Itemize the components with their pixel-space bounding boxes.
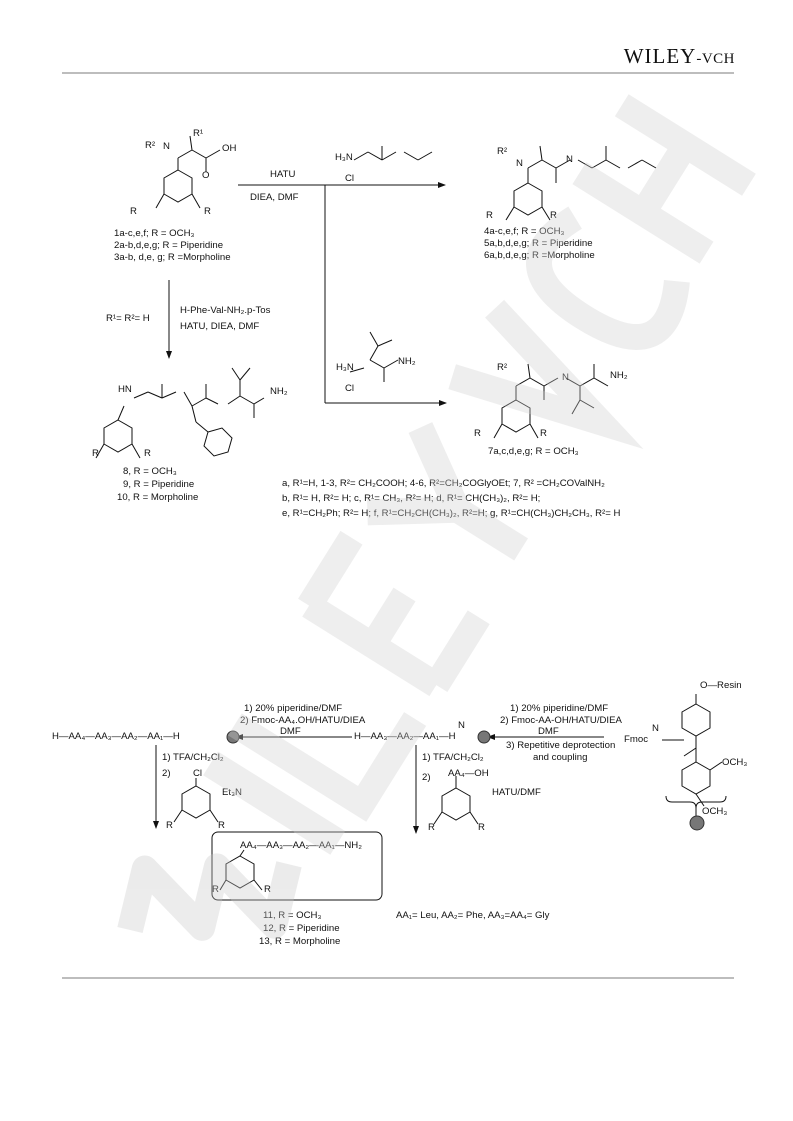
label-r2: R² — [497, 362, 508, 373]
label-r: R — [550, 210, 557, 221]
label-r: R — [166, 820, 173, 831]
amino-acid-key: AA₁= Leu, AA₂= Phe, AA₃=AA₄= Gly — [396, 910, 550, 921]
chloride-ion: Cl — [345, 173, 355, 184]
label-n-resin: N — [458, 720, 465, 731]
ome-top: OCH₃ — [722, 757, 748, 768]
compound-13-label: 13, R = Morpholine — [259, 936, 341, 947]
label-r: R — [144, 448, 151, 459]
label-r: R — [212, 884, 219, 895]
publisher-logo: WILEY-VCH — [624, 44, 735, 69]
label-r: R — [130, 206, 137, 217]
label-r: R — [486, 210, 493, 221]
label-r1: R¹ — [193, 128, 204, 139]
acid-label: AA₄—OH — [448, 768, 489, 779]
footer-rule — [62, 977, 734, 979]
label-r: R — [428, 822, 435, 833]
label-r: R — [218, 820, 225, 831]
compound-12-label: 12, R = Piperidine — [263, 923, 340, 934]
et3n-label: Et₃N — [222, 787, 242, 798]
product-chain: AA₄—AA₃—AA₂—AA₁—NH₂ — [240, 840, 362, 851]
compound-10-label: 10, R = Morpholine — [117, 492, 199, 503]
label-cl: Cl — [193, 768, 203, 779]
fmoc-label: Fmoc — [624, 734, 648, 745]
label-oh: OH — [222, 143, 237, 154]
reagent-diea-dmf: DIEA, DMF — [250, 192, 299, 203]
brand-main: WILEY — [623, 44, 697, 68]
product-box — [211, 831, 383, 901]
tfa-mid: 1) TFA/CH₂Cl₂ — [422, 752, 484, 763]
peptide-reagent: H-Phe-Val-NH₂.p-Tos — [180, 305, 271, 316]
peptide-chain-left: H—AA₄—AA₃—AA₂—AA₁—H — [52, 731, 180, 742]
structure-chlorotriazine — [173, 778, 219, 823]
label-r2: R² — [497, 146, 508, 157]
label-h3n: H₃N — [335, 152, 353, 163]
chloride-ion-2: Cl — [345, 383, 355, 394]
brand-sub: -VCH — [696, 51, 735, 67]
compound-5-label: 5a,b,d,e,g; R = Piperidine — [484, 238, 593, 249]
label-nh2: NH₂ — [398, 356, 416, 367]
spps-step-1: 1) 20% piperidine/DMF — [510, 703, 609, 714]
label-nh2: NH₂ — [270, 386, 288, 397]
resin-label: O—Resin — [700, 680, 742, 691]
label-n: N — [516, 158, 523, 169]
compound-1-label: 1a-c,e,f; R = OCH₃ — [114, 228, 195, 239]
tfa-left: 1) TFA/CH₂Cl₂ — [162, 752, 224, 763]
structure-rink-amide-resin — [662, 694, 727, 816]
label-nh2: NH₂ — [610, 370, 628, 381]
label-r: R — [540, 428, 547, 439]
spps-step-5: and coupling — [533, 752, 588, 763]
resin-bead-icon-mid — [477, 730, 491, 744]
coupling-step-3: DMF — [280, 726, 301, 737]
resin-bead-icon-left — [226, 730, 240, 744]
spps-step-4: 3) Repetitive deprotection — [506, 740, 616, 751]
hatu-dmf-label: HATU/DMF — [492, 787, 541, 798]
label-nh: N — [652, 723, 659, 734]
compound-9-label: 9, R = Piperidine — [123, 479, 195, 490]
label-r: R — [204, 206, 211, 217]
reagent-hatu: HATU — [270, 169, 296, 180]
r-condition: R¹= R²= H — [106, 313, 150, 324]
compound-7-label: 7a,c,d,e,g; R = OCH₃ — [488, 446, 579, 457]
compound-6-label: 6a,b,d,e,g; R =Morpholine — [484, 250, 595, 261]
label-r: R — [474, 428, 481, 439]
step-two-left: 2) — [162, 768, 171, 779]
spps-step-2: 2) Fmoc-AA-OH/HATU/DIEA — [500, 715, 622, 726]
resin-bead-icon — [689, 815, 705, 831]
structure-glycine-ethyl-ester — [353, 146, 433, 161]
label-nh: N — [562, 372, 569, 383]
compound-4-label: 4a-c,e,f; R = OCH₃ — [484, 226, 565, 237]
compound-8-label: 8, R = OCH₃ — [123, 466, 177, 477]
coupling-step-1: 1) 20% piperidine/DMF — [244, 703, 343, 714]
compound-3-label: 3a-b, d,e, g; R =Morpholine — [114, 252, 231, 263]
label-r2: R² — [145, 140, 156, 151]
structure-final-product — [219, 849, 263, 891]
spps-step-3: DMF — [538, 726, 559, 737]
substituent-key-line-3: e, R¹=CH₂Ph; R²= H; f, R¹=CH₂CH(CH₃)₂, R… — [282, 508, 621, 519]
label-n-top: N — [163, 141, 170, 152]
structure-valyl-product — [493, 363, 609, 439]
ome-bottom: OCH₃ — [702, 806, 728, 817]
header-rule — [62, 72, 734, 74]
compound-11-label: 11, R = OCH₃ — [263, 910, 322, 921]
structure-triazinyl-acid — [433, 776, 479, 825]
step-two-mid: 2) — [422, 772, 431, 783]
coupling-step-2: 2) Fmoc-AA₄.OH/HATU/DIEA — [240, 715, 366, 726]
structure-peptide-product — [95, 367, 265, 459]
substituent-key-line-2: b, R¹= H, R²= H; c, R¹= CH₃, R²= H; d, R… — [282, 493, 541, 504]
label-h3n: H₃N — [336, 362, 354, 373]
label-hn: HN — [118, 384, 132, 395]
compound-2-label: 2a-b,d,e,g; R = Piperidine — [114, 240, 224, 251]
structure-triazine-amino-acid — [155, 135, 221, 209]
label-r: R — [264, 884, 271, 895]
label-o: O — [202, 170, 210, 181]
structure-glycyl-product — [505, 145, 657, 221]
peptide-conditions: HATU, DIEA, DMF — [180, 321, 260, 332]
peptide-chain-mid: H—AA₃—AA₂—AA₁—H — [354, 731, 456, 742]
label-r: R — [478, 822, 485, 833]
substituent-key-line-1: a, R¹=H, 1-3, R²= CH₂COOH; 4-6, R²=CH₂CO… — [282, 478, 605, 489]
structure-valinamide — [349, 331, 399, 382]
label-r: R — [92, 448, 99, 459]
label-nh: N — [566, 154, 573, 165]
